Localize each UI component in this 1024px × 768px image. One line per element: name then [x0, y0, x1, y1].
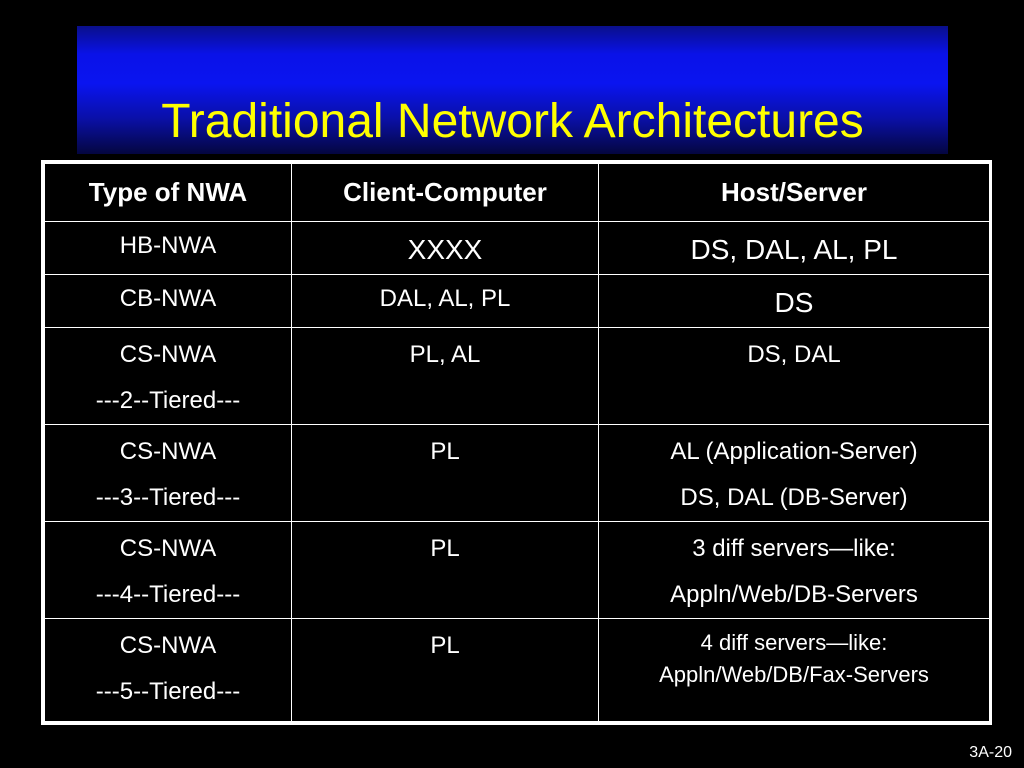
cell-text: DS, DAL (DB-Server) [680, 484, 908, 511]
cell-text: PL [430, 535, 460, 562]
cell-client: DAL, AL, PL [291, 274, 599, 328]
nwa-table-frame: Type of NWA Client-Computer Host/Server … [41, 160, 992, 725]
cell-text: AL (Application-Server) [670, 438, 918, 465]
slide-number: 3A-20 [969, 744, 1012, 761]
cell-text: Appln/Web/DB/Fax-Servers [659, 662, 929, 687]
cell-text: ---4--Tiered--- [95, 581, 241, 608]
cell-client: XXXX [291, 221, 599, 275]
cell-server: DS, DAL [598, 327, 990, 425]
cell-text: Appln/Web/DB-Servers [670, 581, 918, 608]
cell-type: CB-NWA [44, 274, 292, 328]
cell-server: 3 diff servers—like: Appln/Web/DB-Server… [598, 521, 990, 619]
cell-type: CS-NWA ---5--Tiered--- [44, 618, 292, 722]
nwa-table: Type of NWA Client-Computer Host/Server … [44, 163, 990, 722]
cell-text: 3 diff servers—like: [692, 535, 896, 562]
cell-type: CS-NWA ---2--Tiered--- [44, 327, 292, 425]
table-row: HB-NWA XXXX DS, DAL, AL, PL [44, 221, 990, 275]
header-server: Host/Server [598, 163, 990, 222]
cell-server: DS, DAL, AL, PL [598, 221, 990, 275]
cell-type: CS-NWA ---3--Tiered--- [44, 424, 292, 522]
cell-text: DS, DAL, AL, PL [690, 234, 898, 265]
table-row: CS-NWA ---5--Tiered--- PL 4 diff servers… [44, 618, 990, 722]
cell-text: HB-NWA [119, 232, 217, 259]
table-row: CB-NWA DAL, AL, PL DS [44, 274, 990, 328]
cell-text: ---5--Tiered--- [95, 678, 241, 705]
table-row: CS-NWA ---4--Tiered--- PL 3 diff servers… [44, 521, 990, 619]
cell-text: CS-NWA [119, 438, 217, 465]
cell-server: DS [598, 274, 990, 328]
cell-server: 4 diff servers—like: Appln/Web/DB/Fax-Se… [598, 618, 990, 722]
cell-text: 4 diff servers—like: [700, 630, 888, 655]
header-client: Client-Computer [291, 163, 599, 222]
title-banner: Traditional Network Architectures [77, 26, 948, 154]
cell-text: CS-NWA [119, 341, 217, 368]
cell-text: ---3--Tiered--- [95, 484, 241, 511]
cell-server: AL (Application-Server) DS, DAL (DB-Serv… [598, 424, 990, 522]
cell-client: PL [291, 521, 599, 619]
cell-text: DAL, AL, PL [379, 285, 511, 312]
cell-text: CS-NWA [119, 535, 217, 562]
cell-text: CS-NWA [119, 632, 217, 659]
cell-text: DS [774, 287, 814, 318]
cell-text: PL, AL [409, 341, 481, 368]
cell-client: PL, AL [291, 327, 599, 425]
cell-type: CS-NWA ---4--Tiered--- [44, 521, 292, 619]
slide-title: Traditional Network Architectures [161, 95, 864, 148]
cell-text: ---2--Tiered--- [95, 387, 241, 414]
table-row: CS-NWA ---2--Tiered--- PL, AL DS, DAL [44, 327, 990, 425]
cell-client: PL [291, 618, 599, 722]
cell-client: PL [291, 424, 599, 522]
cell-text: DS, DAL [747, 341, 841, 368]
cell-text: XXXX [407, 234, 483, 265]
cell-text: CB-NWA [119, 285, 217, 312]
cell-text: PL [430, 632, 460, 659]
header-type: Type of NWA [44, 163, 292, 222]
table-row: CS-NWA ---3--Tiered--- PL AL (Applicatio… [44, 424, 990, 522]
cell-text: PL [430, 438, 460, 465]
table-header-row: Type of NWA Client-Computer Host/Server [44, 163, 990, 222]
cell-type: HB-NWA [44, 221, 292, 275]
